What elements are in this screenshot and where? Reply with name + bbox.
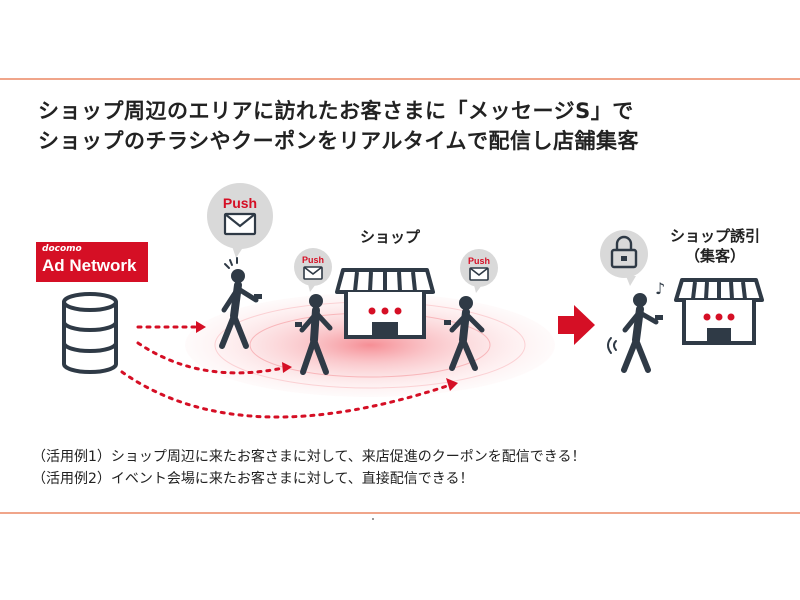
signal-marks-1 [224,257,238,269]
mail-icon [223,212,257,236]
bottom-divider [0,512,800,514]
headline-line-1: ショップ周辺のエリアに訪れたお客さまに「メッセージS」で [38,99,634,123]
diagram: Push Push Push [62,183,764,419]
push-bubble-small-2: Push [460,249,498,293]
shop-induction-line-1: ショップ誘引 [670,227,761,245]
headline: ショップ周辺のエリアに訪れたお客さまに「メッセージS」で ショップのチラシやクー… [38,96,778,156]
lock-bubble [600,230,648,286]
svg-text:Push: Push [302,255,324,265]
shop-icon-2 [674,278,764,345]
right-arrow-icon [558,305,595,345]
vibration-marks [607,337,617,354]
logo-small-text: docomo [42,244,82,254]
svg-text:Push: Push [468,256,490,266]
music-note-icon: ♪ [655,279,665,298]
svg-text:Push: Push [223,195,257,211]
usage-example-1: （活用例1）ショップ周辺に来たお客さまに対して、来店促進のクーポンを配信できる！ [32,449,586,465]
lock-icon [610,235,638,269]
shop-induction-line-2: （集客） [685,247,746,265]
headline-line-2: ショップのチラシやクーポンをリアルタイムで配信し店舗集客 [38,129,639,153]
stray-dot [372,518,374,520]
mail-icon [303,266,323,280]
database-icon [62,292,118,374]
push-bubble-small-1: Push [294,248,332,292]
dotted-arrow-heads [196,321,458,391]
dotted-arrows [120,325,452,419]
person-icon-1 [219,269,262,349]
push-bubble-large: Push [207,183,273,258]
shop-induction-label: ショップ誘引 （集客） [670,226,760,266]
usage-examples: （活用例1）ショップ周辺に来たお客さまに対して、来店促進のクーポンを配信できる！… [32,446,792,490]
usage-example-2: （活用例2）イベント会場に来たお客さまに対して、直接配信できる！ [32,471,474,487]
docomo-ad-network-logo: docomo Ad Network [36,242,148,282]
top-divider [0,78,800,80]
shop-icon-1 [335,268,435,339]
mail-icon [469,267,489,281]
person-icon-2 [295,294,333,375]
person-icon-4 [621,293,663,373]
shop-label: ショップ [360,228,421,246]
logo-big-text: Ad Network [42,256,137,275]
person-icon-3 [444,296,485,371]
